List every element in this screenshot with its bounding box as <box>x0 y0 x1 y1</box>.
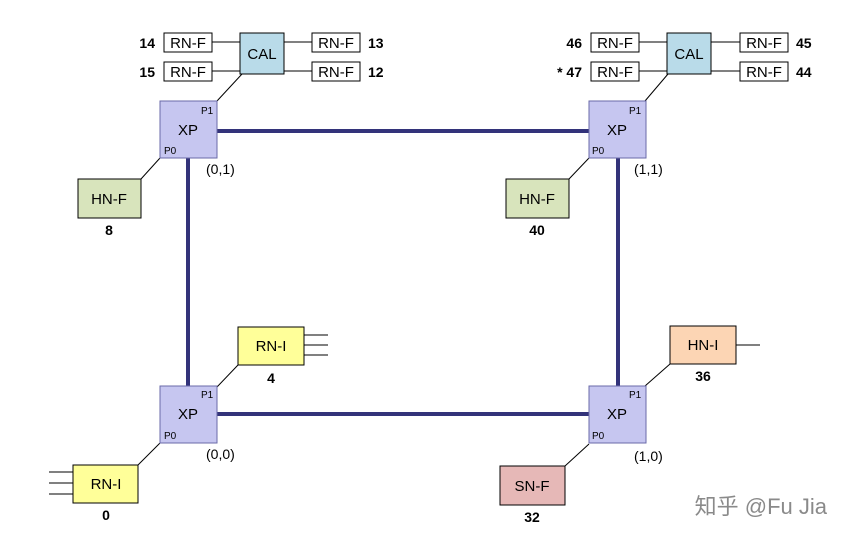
xp-port-p1: P1 <box>629 106 642 117</box>
xp-1-1: XP P1 P0 (1,1) <box>588 100 663 177</box>
xp-label: XP <box>178 406 198 423</box>
rnf-label: RN-F <box>746 64 782 81</box>
xp-port-p1: P1 <box>629 390 642 401</box>
xp-port-p1: P1 <box>201 390 214 401</box>
xp-port-p0: P0 <box>164 146 177 157</box>
rnf-label: RN-F <box>170 35 206 52</box>
node-id: 8 <box>105 222 113 238</box>
rnf-15: RN-F 15 <box>139 61 213 82</box>
node-id: 4 <box>267 370 275 386</box>
rnf-label: RN-F <box>597 64 633 81</box>
hnf-8: HN-F 8 <box>77 178 142 238</box>
xp-label: XP <box>607 122 627 139</box>
node-id: 14 <box>139 35 155 51</box>
rnf-label: RN-F <box>170 64 206 81</box>
xp-port-p0: P0 <box>592 146 605 157</box>
snf-label: SN-F <box>515 478 550 495</box>
rnf-13: RN-F 13 <box>311 32 384 53</box>
rnf-14: RN-F 14 <box>139 32 213 53</box>
hni-36: HN-I 36 <box>669 325 737 384</box>
connector-lines <box>49 41 760 495</box>
snf-32: SN-F 32 <box>499 465 566 525</box>
rnf-label: RN-F <box>597 35 633 52</box>
xp-port-p0: P0 <box>592 431 605 442</box>
hnf-label: HN-F <box>519 191 555 208</box>
xp-port-p0: P0 <box>164 431 177 442</box>
node-id: 32 <box>524 509 540 525</box>
node-id: 46 <box>566 35 582 51</box>
xp-port-p1: P1 <box>201 106 214 117</box>
xp-0-0: XP P1 P0 (0,0) <box>159 385 235 462</box>
xp-label: XP <box>178 122 198 139</box>
rni-0: RN-I 0 <box>72 464 139 523</box>
xp-coordinate: (1,1) <box>634 161 663 177</box>
node-id: 44 <box>796 64 812 80</box>
rnf-44: RN-F 44 <box>739 61 812 82</box>
xp-coordinate: (1,0) <box>634 448 663 464</box>
rnf-46: RN-F 46 <box>566 32 640 53</box>
rnf-label: RN-F <box>746 35 782 52</box>
rni-label: RN-I <box>256 338 287 355</box>
node-id: 15 <box>139 64 155 80</box>
node-id: * 47 <box>557 64 582 80</box>
xp-label: XP <box>607 406 627 423</box>
rni-label: RN-I <box>91 476 122 493</box>
rni-4: RN-I 4 <box>237 326 305 386</box>
hnf-40: HN-F 40 <box>505 178 570 238</box>
xp-coordinate: (0,0) <box>206 446 235 462</box>
cal-left: CAL <box>239 32 285 75</box>
node-id: 45 <box>796 35 812 51</box>
cal-right: CAL <box>666 32 712 75</box>
mesh-links <box>186 129 620 416</box>
node-id: 36 <box>695 368 711 384</box>
rnf-45: RN-F 45 <box>739 32 812 53</box>
xp-1-0: XP P1 P0 (1,0) <box>588 385 663 464</box>
node-id: 12 <box>368 64 384 80</box>
rnf-label: RN-F <box>318 35 354 52</box>
node-id: 13 <box>368 35 384 51</box>
watermark: 知乎 @Fu Jia <box>695 494 828 519</box>
xp-coordinate: (0,1) <box>206 161 235 177</box>
hnf-label: HN-F <box>91 191 127 208</box>
cal-label: CAL <box>247 46 276 63</box>
node-id: 40 <box>529 222 545 238</box>
rnf-12: RN-F 12 <box>311 61 384 82</box>
rnf-label: RN-F <box>318 64 354 81</box>
hni-label: HN-I <box>688 337 719 354</box>
xp-0-1: XP P1 P0 (0,1) <box>159 100 235 177</box>
rnf-47: RN-F * 47 <box>557 61 640 82</box>
cal-label: CAL <box>674 46 703 63</box>
node-id: 0 <box>102 507 110 523</box>
